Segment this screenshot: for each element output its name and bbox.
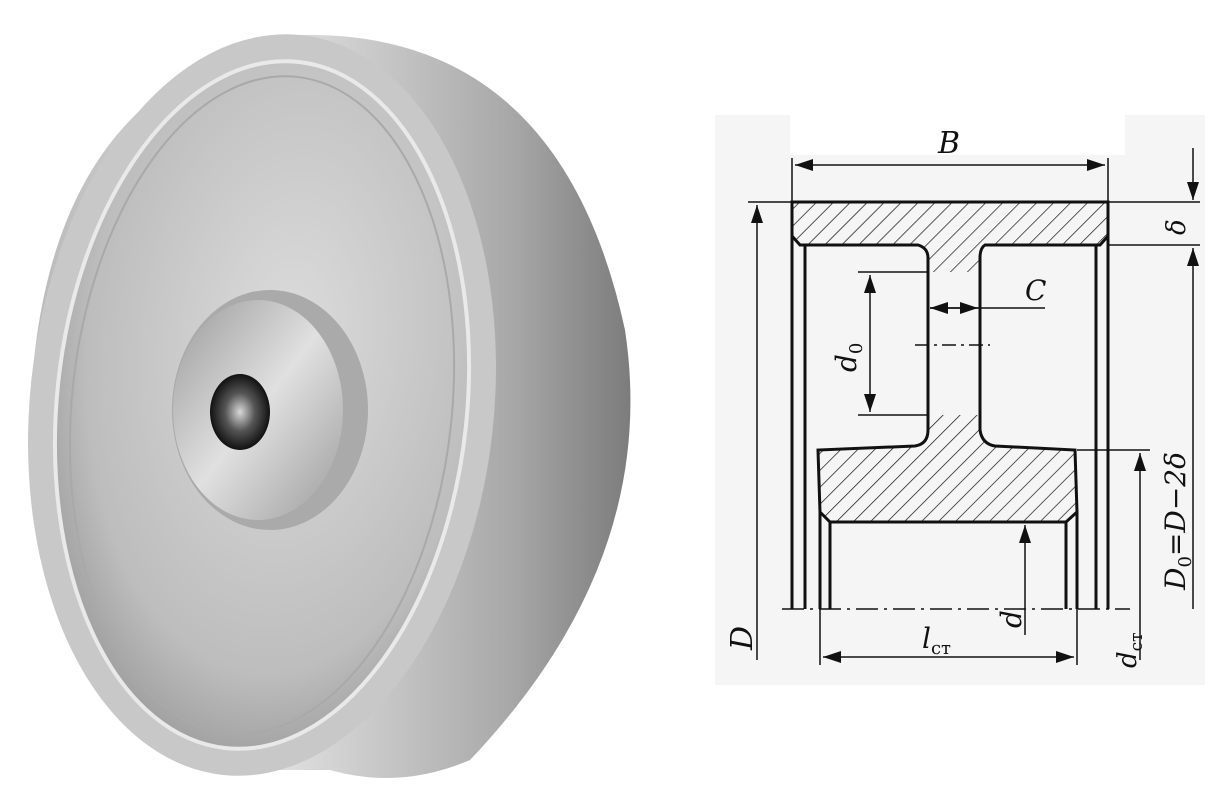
svg-text:δ: δ <box>1162 219 1192 235</box>
svg-text:D: D <box>725 626 760 651</box>
svg-text:d0: d0 <box>830 343 867 372</box>
label-width: B <box>937 126 960 161</box>
label-hole-diameter: d0 <box>830 343 867 372</box>
label-rim-thickness: δ <box>1162 219 1192 235</box>
svg-text:D0=D−2δ: D0=D−2δ <box>1159 452 1196 591</box>
svg-text:dст: dст <box>1113 632 1147 668</box>
bore-hole <box>210 374 270 450</box>
dimension-lines <box>748 148 1200 665</box>
label-hub-diameter: dст <box>1113 632 1147 668</box>
label-outer-diameter: D <box>725 626 760 651</box>
label-bore-diameter: d <box>995 610 1028 628</box>
svg-text:d: d <box>995 610 1028 628</box>
pulley-render <box>28 34 631 779</box>
rim-walls <box>790 236 1110 609</box>
label-hub-length: lст <box>922 622 951 659</box>
label-web-thickness: C <box>1025 274 1046 307</box>
label-inner-rim-formula: D0=D−2δ <box>1159 452 1196 591</box>
